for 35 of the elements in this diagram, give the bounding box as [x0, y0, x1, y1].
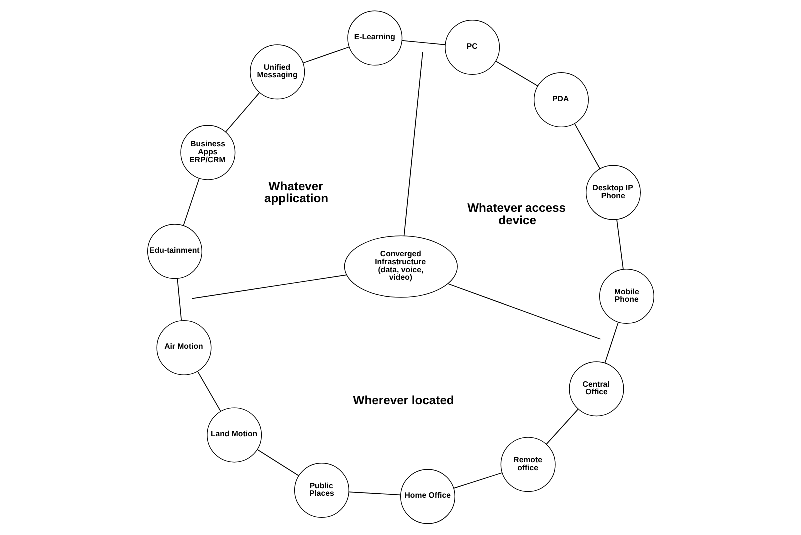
connector — [403, 52, 423, 236]
connector — [348, 492, 401, 496]
node-circle: Home Office — [400, 469, 455, 524]
label: Whatever application — [264, 179, 328, 206]
connector — [447, 284, 601, 340]
node-circle: Central Office — [568, 362, 624, 417]
connector — [453, 472, 502, 489]
node-circle: Land Motion — [206, 408, 262, 463]
connector — [191, 274, 347, 300]
node-circle: Unified Messaging — [250, 44, 305, 100]
connector — [182, 178, 200, 226]
node-circle: E-Learning — [347, 10, 402, 66]
node-ellipse: Converged Infrastructure (data, voice, video) — [344, 236, 458, 298]
connector — [256, 449, 299, 476]
connector — [302, 46, 350, 64]
label: Wherever located — [352, 394, 454, 408]
node-circle: Mobile Phone — [598, 269, 654, 324]
connector — [225, 92, 260, 133]
connector — [495, 60, 538, 87]
connector — [546, 409, 578, 445]
connector — [176, 278, 182, 322]
node-circle: PDA — [533, 72, 588, 128]
connector — [604, 322, 618, 364]
node-circle: Remote office — [500, 437, 556, 492]
connector — [402, 40, 446, 46]
connector — [574, 123, 600, 170]
node-circle: Public Places — [294, 463, 349, 518]
node-circle: Business Apps ERP/CRM — [180, 125, 236, 180]
node-circle: Edu-tainment — [147, 224, 202, 280]
node-circle: PC — [444, 20, 500, 75]
connector — [196, 371, 221, 412]
node-circle: Desktop IP Phone — [586, 165, 641, 220]
label: Whatever access device — [467, 201, 566, 228]
connector — [616, 219, 624, 270]
node-circle: Air Motion — [156, 320, 212, 376]
